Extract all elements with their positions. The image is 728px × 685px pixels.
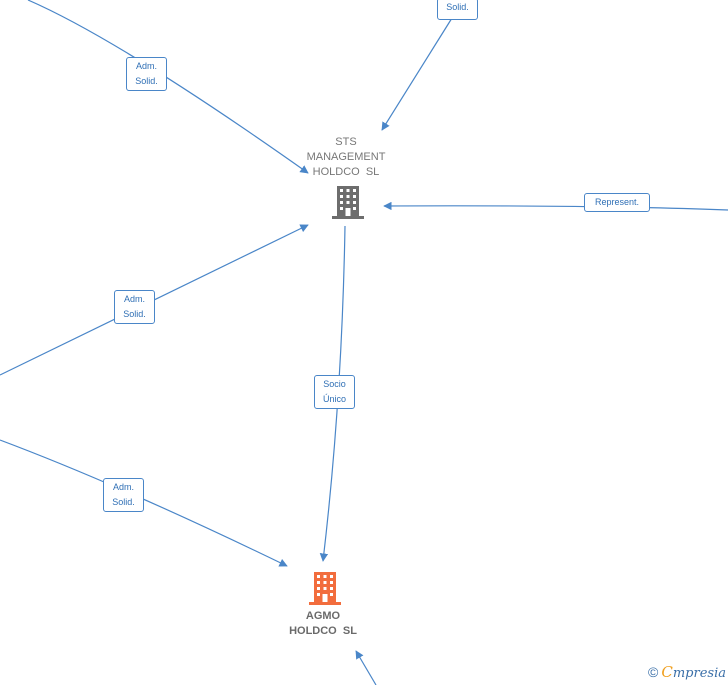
copyright-symbol: © (648, 664, 659, 680)
brand-logo-letter: C (661, 663, 673, 681)
node-label-line: HOLDCO SL (312, 166, 380, 178)
node-label-line: MANAGEMENT (306, 151, 386, 163)
edge-label-text: Único (322, 394, 346, 404)
edge-label-text: Solid. (123, 309, 146, 319)
node-label-line: STS (335, 136, 357, 148)
edge-label-text: Solid. (135, 76, 158, 86)
edge-label-top-right[interactable]: Solid. (437, 0, 478, 20)
edge-label-top-left[interactable]: Adm. Solid. (126, 57, 167, 91)
edge-line-top-right (381, 17, 453, 131)
edge-line-top-left (27, 0, 309, 174)
node-label-agmo[interactable]: AGMO HOLDCO SL (268, 609, 378, 639)
empresia-watermark: ©Cmpresia (648, 663, 726, 681)
brand-logo-text: mpresia (672, 666, 726, 681)
edge-label-text: Solid. (112, 497, 135, 507)
edge-label-mid-left[interactable]: Adm. Solid. (114, 290, 155, 324)
edge-label-socio[interactable]: Socio Único (314, 375, 355, 409)
building-icon-highlighted[interactable] (309, 571, 341, 605)
node-label-line: HOLDCO SL (289, 625, 357, 637)
edge-label-text: Adm. (135, 61, 157, 71)
edge-label-text: Adm. (112, 482, 134, 492)
edge-line-represent (383, 201, 728, 211)
edge-label-text: Solid. (446, 2, 469, 12)
edge-label-text: Socio (323, 379, 346, 389)
edge-label-bottom-left[interactable]: Adm. Solid. (103, 478, 144, 512)
edge-label-text: Represent. (594, 197, 640, 207)
edge-label-text: Adm. (123, 294, 145, 304)
building-icon[interactable] (332, 185, 364, 219)
edge-line-bottom (355, 650, 377, 685)
edge-label-represent[interactable]: Represent. (584, 193, 650, 212)
node-label-line: AGMO (305, 610, 341, 622)
node-label-sts[interactable]: STS MANAGEMENT HOLDCO SL (290, 135, 402, 180)
